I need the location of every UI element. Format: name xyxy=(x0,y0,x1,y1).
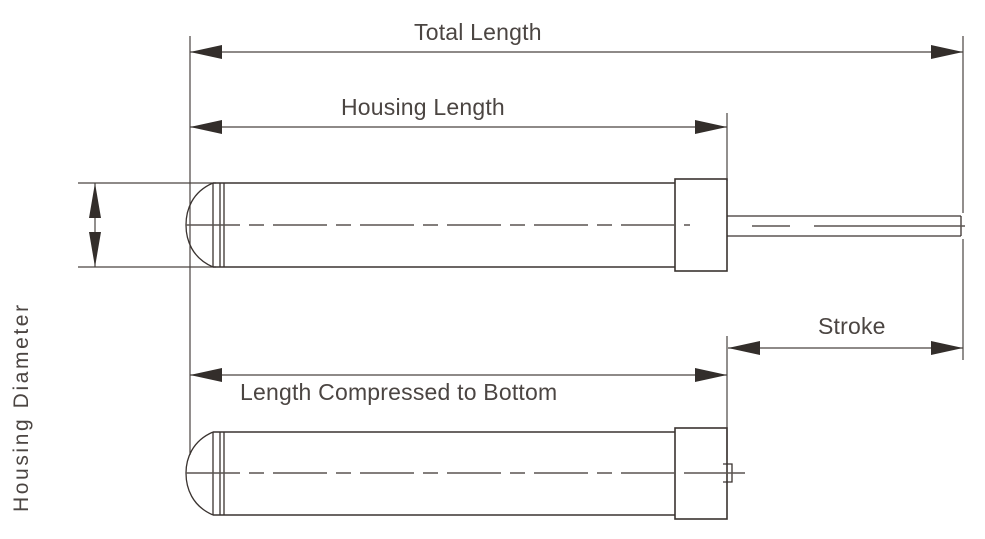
end-cap-block-extended xyxy=(674,178,728,272)
arrow-head-left-stroke xyxy=(728,341,760,355)
arrow-head-left-total-length xyxy=(190,45,222,59)
dimension-label-housing-length: Housing Length xyxy=(341,94,505,120)
dimension-label-housing-diameter: Housing Diameter xyxy=(10,302,33,512)
dimension-label-total-length: Total Length xyxy=(414,19,542,45)
arrow-head-right-length-compressed xyxy=(695,368,727,382)
arrow-head-top-housing-diameter xyxy=(89,183,101,218)
view-compressed-gas-spring xyxy=(185,427,745,520)
arrow-head-right-housing-length xyxy=(695,120,727,134)
arrow-head-left-housing-length xyxy=(190,120,222,134)
dimension-label-length-compressed-to-bottom: Length Compressed to Bottom xyxy=(240,379,557,405)
arrow-head-right-stroke xyxy=(931,341,963,355)
view-extended-gas-spring xyxy=(185,178,965,272)
dimension-stroke: Stroke xyxy=(728,313,963,355)
arrow-head-right-total-length xyxy=(931,45,963,59)
arrow-head-left-length-compressed xyxy=(190,368,222,382)
dimension-total-length: Total Length xyxy=(190,19,963,59)
dimension-housing-length: Housing Length xyxy=(190,94,727,134)
dimension-length-compressed-to-bottom: Length Compressed to Bottom xyxy=(190,368,727,405)
dimension-housing-diameter: Housing Diameter xyxy=(10,183,101,512)
arrow-head-bottom-housing-diameter xyxy=(89,232,101,267)
dimension-label-stroke: Stroke xyxy=(818,313,886,339)
